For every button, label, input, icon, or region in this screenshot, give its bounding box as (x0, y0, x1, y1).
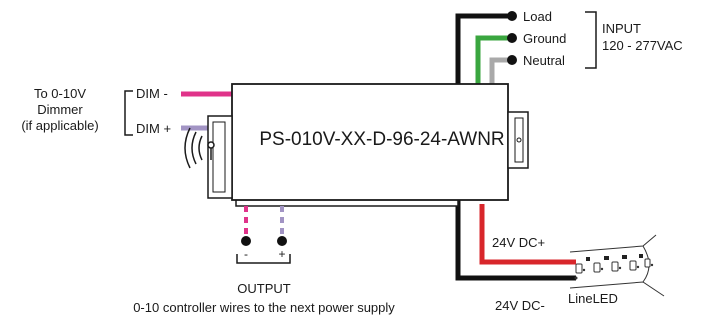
dc-positive-wire (479, 204, 576, 265)
load-terminal-dot (507, 11, 517, 21)
neutral-wire (489, 57, 512, 84)
ground-terminal-dot (507, 33, 517, 43)
dimmer-bracket (124, 90, 133, 136)
dc-positive-label: 24V DC+ (492, 235, 545, 250)
ground-wire (475, 35, 512, 84)
led-strip-label: LineLED (568, 291, 618, 306)
load-label: Load (523, 9, 552, 24)
power-supply-model: PS-010V-XX-D-96-24-AWNR (259, 129, 504, 150)
dim-minus-label: DIM - (136, 86, 168, 101)
led-strip (569, 234, 665, 297)
output-note: 0-10 controller wires to the next power … (133, 300, 395, 315)
output-plus-dot (277, 236, 287, 246)
input-voltage-range: 120 - 277VAC (602, 38, 683, 53)
output-title: OUTPUT (237, 281, 291, 296)
output-bracket (236, 254, 291, 264)
wireless-sensor-icon (184, 127, 215, 169)
output-plus-label: + (278, 247, 285, 261)
neutral-terminal-dot (507, 55, 517, 65)
power-supply-body (231, 83, 509, 201)
dc-negative-label: 24V DC- (495, 298, 545, 313)
input-bracket (585, 11, 597, 69)
dim-plus-label: DIM + (136, 121, 171, 136)
dimmer-label-line3: (if applicable) (21, 118, 98, 133)
neutral-label: Neutral (523, 53, 565, 68)
power-supply-bottom-lip (235, 200, 459, 207)
dc-negative-wire (455, 204, 576, 281)
right-mounting-hole (516, 137, 522, 143)
output-minus-dot (241, 236, 251, 246)
dimmer-label-line1: To 0-10V (34, 86, 86, 101)
dimmer-label-line2: Dimmer (37, 102, 83, 117)
input-title: INPUT (602, 21, 641, 36)
ground-label: Ground (523, 31, 566, 46)
output-minus-label: - (244, 247, 248, 261)
